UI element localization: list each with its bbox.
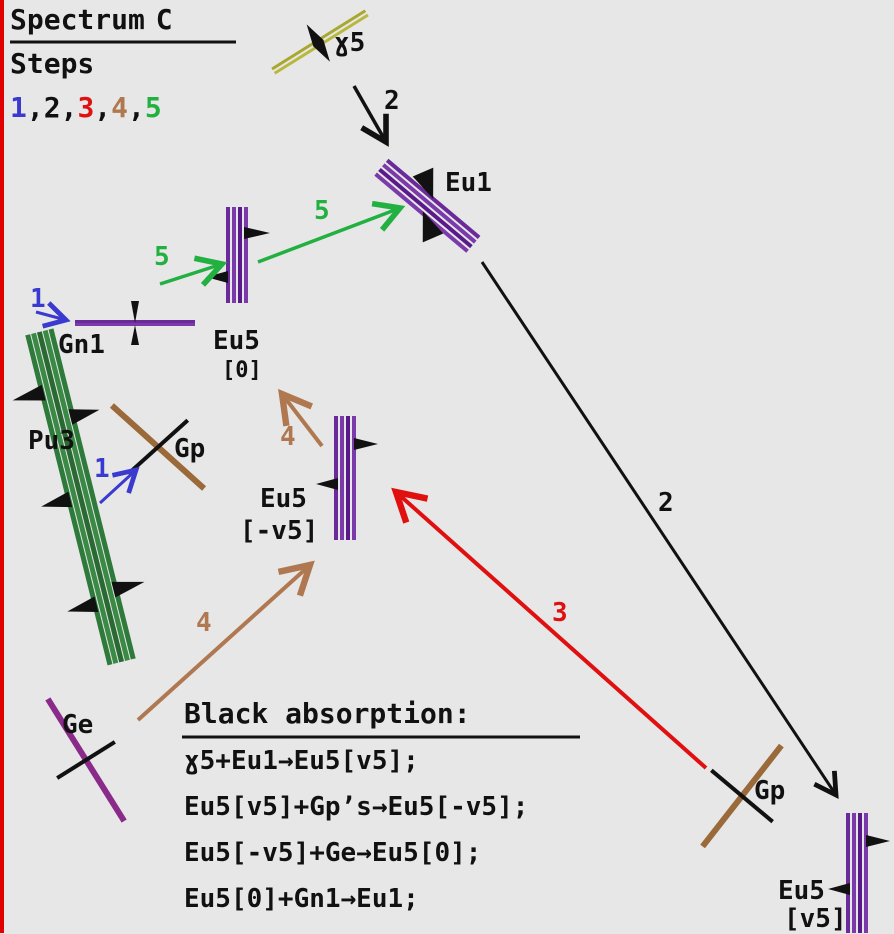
step-label-5-mid: 5: [314, 196, 330, 226]
node-label-gn1: Gn1: [58, 330, 105, 360]
arrow-step2-y5-to-eu1: [352, 85, 389, 147]
absorption-line-3: Eu5[-v5]+Ge→Eu5[0];: [184, 838, 482, 868]
node-label-eu5-neg: Eu5: [260, 484, 307, 514]
absorption-line-1: ɣ5+Eu1→Eu5[v5];: [184, 746, 419, 776]
steps-sequence-token: 3: [77, 91, 95, 124]
step-label-1-top: 1: [30, 284, 46, 314]
y5-molecule-glyph: [271, 9, 369, 75]
node-label-gp-right: Gp: [754, 776, 786, 806]
eu5-zero-molecule-glyph: [206, 207, 270, 303]
spectrum-word: Spectrum: [10, 3, 145, 36]
arrow-step4-ge-to-eu5-neg: [136, 560, 315, 722]
eu5-v5-molecule-glyph: [828, 813, 890, 933]
steps-sequence-token: ,: [60, 91, 78, 124]
steps-sequence-token: 5: [144, 91, 162, 124]
node-label-pu3: Pu3: [28, 426, 75, 456]
steps-sequence-token: 2: [43, 91, 61, 124]
steps-sequence: 1,2,3,4,5: [10, 94, 162, 122]
node-sublabel-eu5-neg: [-v5]: [240, 516, 319, 546]
spectrum-label: Spectrum C: [10, 6, 173, 34]
step-label-3: 3: [552, 598, 568, 628]
steps-sequence-token: 4: [111, 91, 129, 124]
arrow-step2-eu1-to-eu5-v5: [480, 261, 839, 800]
step-label-4-up: 4: [280, 422, 296, 452]
steps-label: Steps: [10, 47, 95, 80]
node-label-eu1: Eu1: [445, 168, 492, 198]
step-label-5-left: 5: [154, 242, 170, 272]
arrow-step3-gp-to-eu5-neg: [391, 487, 708, 770]
pu3-molecule-glyph: [12, 328, 145, 666]
arrow-step1-to-gn1: [35, 301, 71, 329]
absorption-line-4: Eu5[0]+Gn1→Eu1;: [184, 884, 419, 914]
node-sublabel-eu5-zero: [0]: [222, 358, 262, 383]
arrow-step5-to-eu5-zero: [159, 255, 228, 287]
gp-left-molecule-glyph: [109, 403, 207, 491]
absorption-title: Black absorption:: [184, 697, 471, 730]
node-sublabel-eu5-v5: [v5]: [784, 904, 847, 934]
absorption-line-2: Eu5[v5]+Gp’s→Eu5[-v5];: [184, 792, 529, 822]
steps-sequence-token: 1: [10, 91, 27, 124]
arrow-step5-eu5-to-eu1: [257, 200, 406, 264]
node-label-y5: ɣ5: [334, 28, 366, 58]
eu1-molecule-glyph: [374, 158, 481, 253]
ge-molecule-glyph: [45, 697, 127, 823]
step-label-2-long: 2: [658, 488, 674, 518]
node-label-ge: Ge: [62, 710, 94, 740]
node-label-eu5-zero: Eu5: [213, 326, 260, 356]
step-label-2-top: 2: [384, 86, 400, 116]
arrow-step1-to-gp: [98, 466, 140, 505]
node-label-gp-left: Gp: [174, 434, 206, 464]
left-accent-bar: [0, 0, 4, 933]
gp-right-molecule-glyph: [700, 743, 784, 849]
steps-sequence-token: ,: [94, 91, 112, 124]
steps-sequence-token: ,: [128, 91, 145, 124]
step-label-1-mid: 1: [94, 454, 110, 484]
spectrum-letter: C: [155, 3, 173, 36]
step-label-4-diag: 4: [196, 608, 212, 638]
node-label-eu5-v5: Eu5: [778, 876, 825, 906]
steps-sequence-token: ,: [26, 91, 44, 124]
arrow-step4-to-eu5-zero: [278, 388, 324, 448]
eu5-neg-molecule-glyph: [316, 416, 378, 540]
gn1-molecule-glyph: [75, 301, 195, 345]
